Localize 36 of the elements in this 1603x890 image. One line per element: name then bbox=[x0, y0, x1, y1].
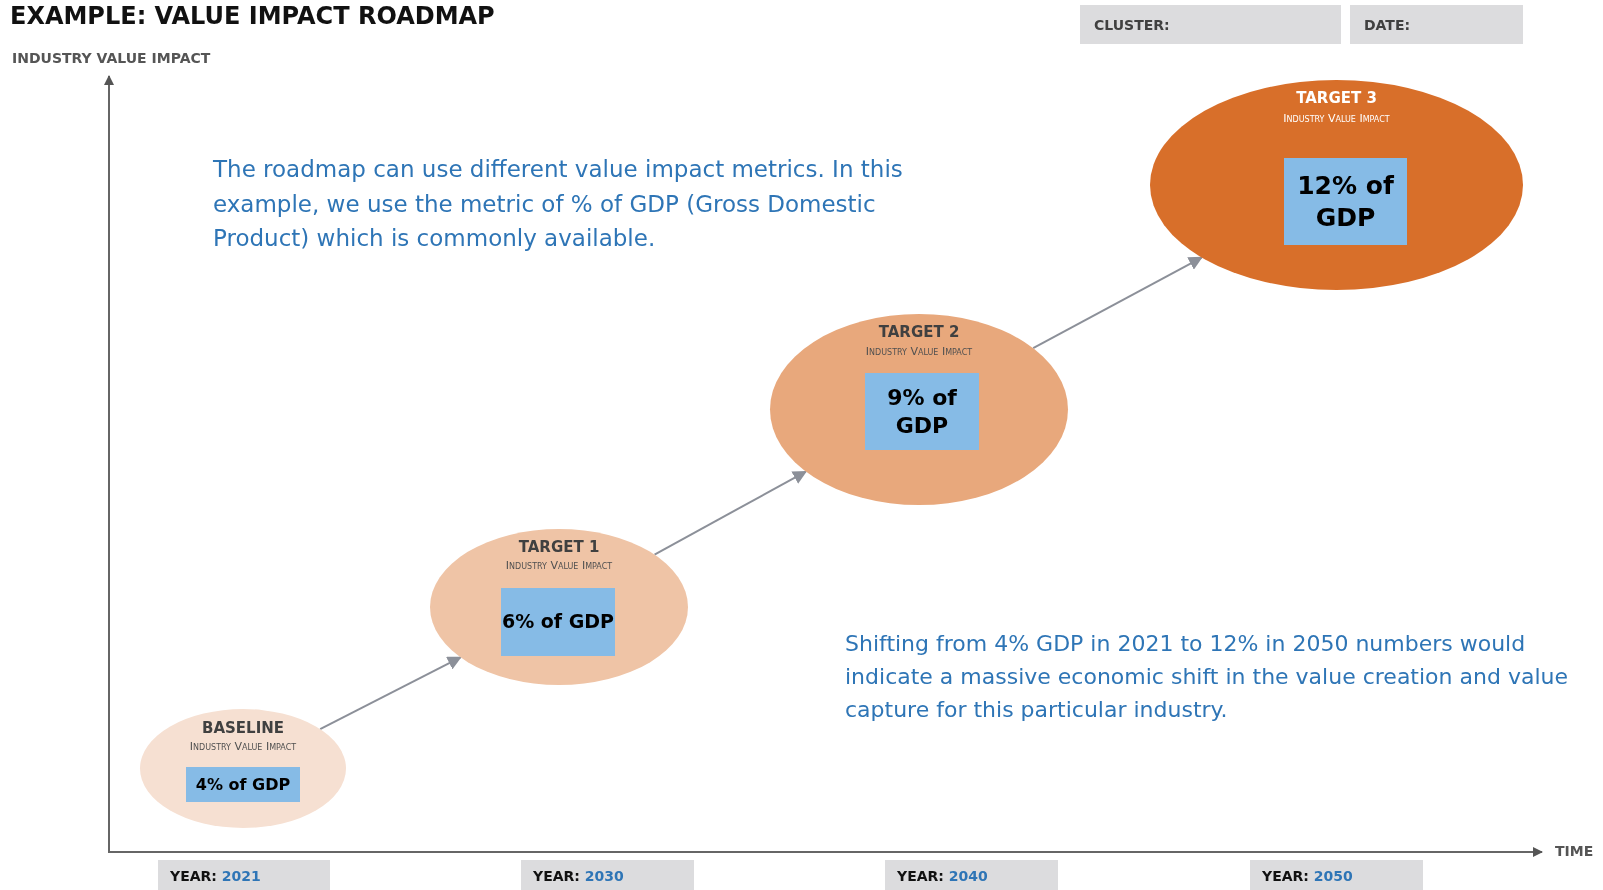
note-paragraph: The roadmap can use different value impact metrics. In this example, we use the metric of % of GDP (Gross Domestic Product) which is commonly available. bbox=[213, 155, 904, 253]
year-box bbox=[885, 860, 1058, 890]
year-label: YEAR: 2050 bbox=[1262, 868, 1353, 884]
year-box bbox=[1250, 860, 1423, 890]
value-box bbox=[1284, 158, 1407, 245]
year-label: YEAR: 2040 bbox=[897, 868, 988, 884]
value-text: 9% of GDP bbox=[886, 384, 958, 439]
year-box bbox=[158, 860, 330, 890]
year-label: YEAR: 2021 bbox=[170, 868, 261, 884]
milestone-heading: TARGET 1 bbox=[517, 538, 601, 556]
value-text: 4% of GDP bbox=[195, 774, 291, 795]
year-label: YEAR: 2030 bbox=[533, 868, 624, 884]
milestone-subtitle: Industry Value Impact bbox=[1282, 112, 1391, 125]
value-text: 12% of GDP bbox=[1296, 170, 1395, 233]
milestone-heading: TARGET 2 bbox=[877, 323, 961, 341]
arrow bbox=[319, 656, 462, 731]
milestone-subtitle: Industry Value Impact bbox=[504, 559, 614, 572]
milestone-heading: TARGET 3 bbox=[1295, 89, 1378, 107]
value-text: 6% of GDP bbox=[501, 610, 615, 634]
milestone-subtitle: Industry Value Impact bbox=[188, 740, 298, 753]
field-label: CLUSTER: bbox=[1094, 16, 1170, 33]
axis-label: TIME bbox=[1555, 843, 1595, 859]
field-label: DATE: bbox=[1364, 16, 1411, 33]
axis-label: INDUSTRY VALUE IMPACT bbox=[12, 50, 212, 66]
arrow bbox=[1032, 256, 1203, 350]
value-box bbox=[186, 767, 300, 802]
value-box bbox=[501, 588, 615, 656]
arrow bbox=[653, 470, 808, 556]
header-field bbox=[1350, 5, 1523, 44]
year-box bbox=[521, 860, 694, 890]
milestone-heading: BASELINE bbox=[201, 719, 285, 737]
title: EXAMPLE: VALUE IMPACT ROADMAP bbox=[10, 2, 495, 30]
milestone-subtitle: Industry Value Impact bbox=[864, 345, 974, 358]
note-paragraph: Shifting from 4% GDP in 2021 to 12% in 2050 numbers would indicate a massive economic shift in the value creation and value capture for this particular industry. bbox=[845, 630, 1569, 724]
value-box bbox=[865, 373, 979, 450]
header-field bbox=[1080, 5, 1341, 44]
